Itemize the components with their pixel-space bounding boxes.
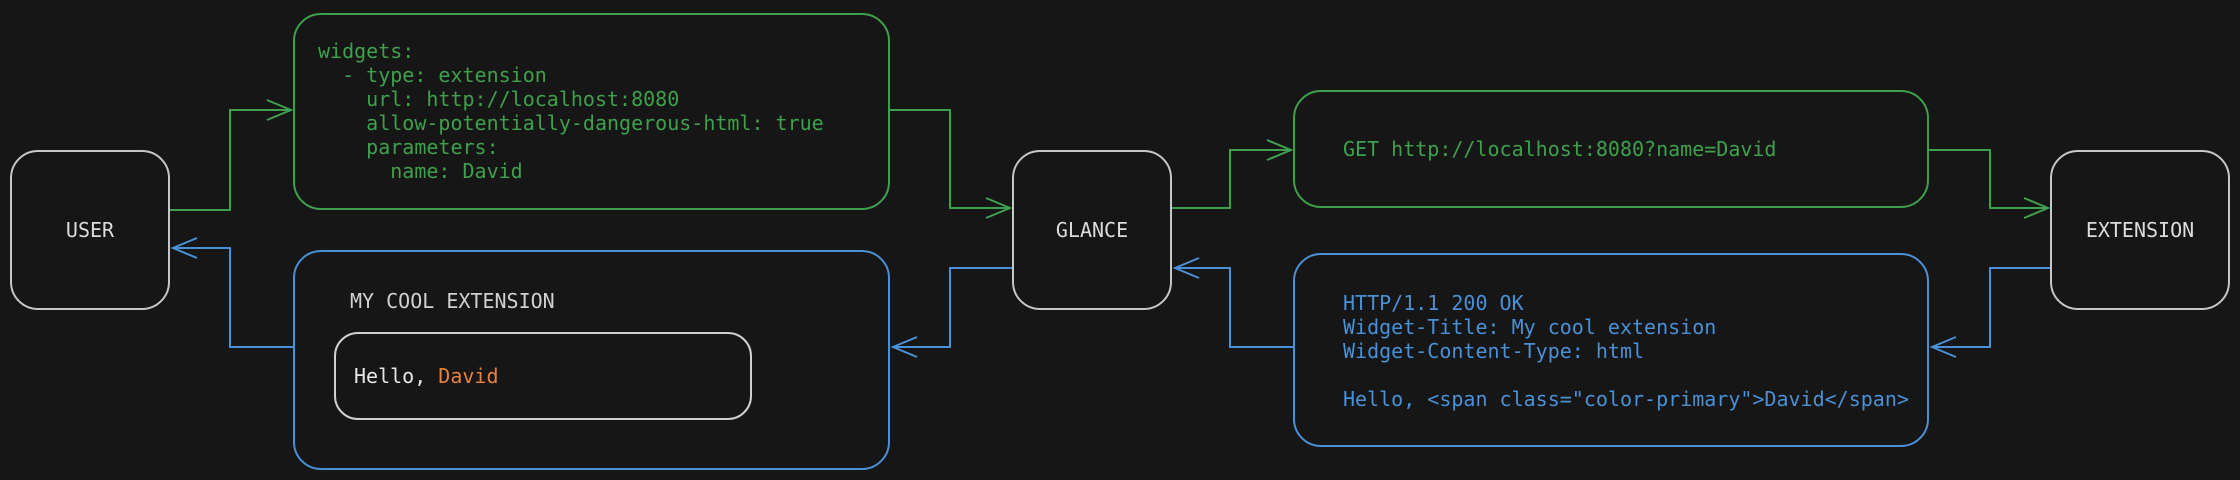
extension-node: EXTENSION	[2050, 150, 2230, 310]
code-line: allow-potentially-dangerous-html: true	[318, 111, 824, 135]
arrow-request-to-extension	[1929, 149, 2051, 219]
code-line: Widget-Content-Type: html	[1343, 339, 1645, 363]
glance-node-label: GLANCE	[1055, 218, 1129, 242]
user-node-label: USER	[65, 218, 115, 242]
user-node: USER	[10, 150, 170, 310]
arrow-extension-to-response	[1929, 267, 2050, 358]
greeting-name: David	[438, 364, 499, 388]
widget-content-box: Hello, David	[334, 332, 752, 420]
widget-title: MY COOL EXTENSION	[350, 289, 555, 313]
arrow-widget-to-user	[170, 237, 293, 348]
code-line: Widget-Title: My cool extension	[1343, 315, 1717, 339]
arrow-glance-to-widget	[890, 267, 1012, 358]
code-line: url: http://localhost:8080	[318, 87, 680, 111]
code-line	[1343, 363, 1927, 387]
arrow-config-to-glance	[890, 109, 1013, 219]
rendered-widget-box: MY COOL EXTENSION Hello, David	[293, 250, 890, 470]
greeting-prefix: Hello,	[354, 364, 439, 388]
arrow-glance-to-request	[1172, 139, 1294, 209]
http-request-box: GET http://localhost:8080?name=David	[1293, 90, 1929, 208]
http-request-text: GET http://localhost:8080?name=David	[1343, 137, 1777, 161]
code-line: HTTP/1.1 200 OK	[1343, 291, 1524, 315]
code-line: widgets:	[318, 39, 415, 63]
code-line: - type: extension	[318, 63, 547, 87]
code-line: parameters:	[318, 135, 499, 159]
extension-node-label: EXTENSION	[2085, 218, 2195, 242]
code-line: Hello, <span class="color-primary">David…	[1343, 387, 1909, 411]
arrow-response-to-glance	[1172, 257, 1293, 348]
glance-node: GLANCE	[1012, 150, 1172, 310]
arrow-user-to-config	[170, 99, 294, 211]
code-line: name: David	[318, 159, 523, 183]
config-yaml-box: widgets: - type: extension url: http://l…	[293, 13, 890, 210]
